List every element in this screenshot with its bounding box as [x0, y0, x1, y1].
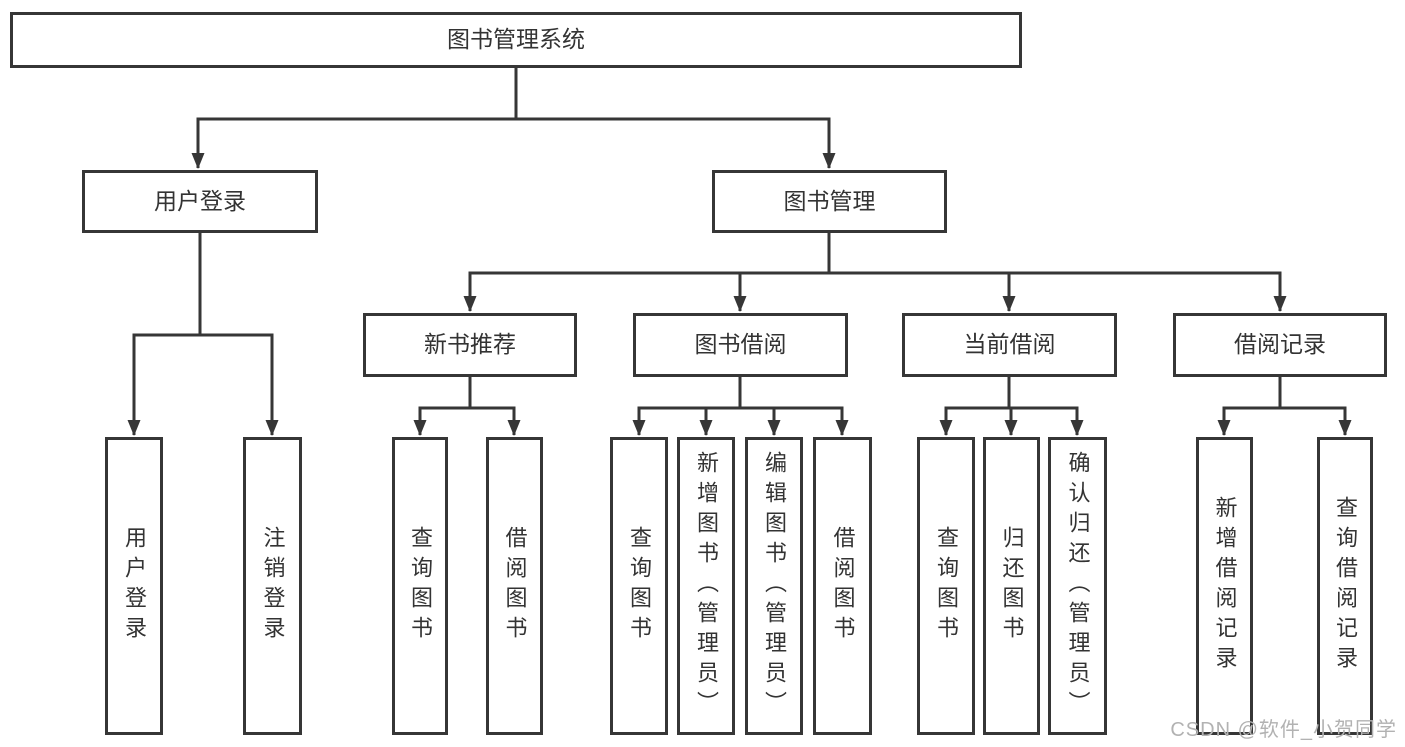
- leaf-add-book-admin: 新增图书（管理员）: [677, 437, 735, 735]
- edge-borrow_records-leaf_query_record: [1278, 377, 1352, 436]
- edge-new_book_rec-leaf_borrow_book_rec: [468, 377, 521, 436]
- node-root: 图书管理系统: [10, 12, 1022, 68]
- node-current-borrowing: 当前借阅: [902, 313, 1117, 377]
- node-book-borrowing: 图书借阅: [633, 313, 848, 377]
- leaf-edit-book-admin: 编辑图书（管理员）: [745, 437, 803, 735]
- leaf-query-books-recommend: 查询图书: [392, 437, 448, 735]
- leaf-confirm-return-admin: 确认归还（管理员）: [1048, 437, 1107, 735]
- leaf-user-login: 用户登录: [105, 437, 163, 735]
- edge-current_borrow-leaf_query_book_current: [939, 377, 1011, 436]
- edge-root-book_mgmt: [514, 68, 836, 169]
- leaf-logout: 注销登录: [243, 437, 302, 735]
- edge-user_login-leaf_user_login: [127, 233, 202, 436]
- csdn-watermark: CSDN @软件_小贺同学: [1170, 719, 1397, 741]
- edge-new_book_rec-leaf_query_book_rec: [413, 377, 472, 436]
- leaf-return-book: 归还图书: [983, 437, 1040, 735]
- leaf-query-books-current: 查询图书: [917, 437, 975, 735]
- leaf-add-borrow-record: 新增借阅记录: [1196, 437, 1253, 735]
- node-borrow-records: 借阅记录: [1173, 313, 1387, 377]
- edge-book_mgmt-book_borrow: [733, 233, 831, 312]
- edge-book_borrow-leaf_query_book_borrow: [632, 377, 742, 436]
- leaf-borrow-books-borrowing: 借阅图书: [813, 437, 872, 735]
- node-new-book-recommend: 新书推荐: [363, 313, 577, 377]
- edge-book_borrow-leaf_add_book: [699, 377, 742, 436]
- edge-user_login-leaf_logout: [198, 233, 279, 436]
- edge-root-user_login: [191, 68, 518, 169]
- leaf-borrow-books-recommend: 借阅图书: [486, 437, 543, 735]
- node-user-login: 用户登录: [82, 170, 318, 233]
- edge-current_borrow-leaf_confirm_return: [1007, 377, 1084, 436]
- leaf-query-books-borrowing: 查询图书: [610, 437, 668, 735]
- node-book-management: 图书管理: [712, 170, 947, 233]
- edge-book_mgmt-borrow_records: [827, 233, 1287, 312]
- edge-borrow_records-leaf_add_record: [1217, 377, 1282, 436]
- edge-book_borrow-leaf_borrow_book_borrow: [738, 377, 849, 436]
- edge-book_borrow-leaf_edit_book: [738, 377, 781, 436]
- leaf-query-borrow-record: 查询借阅记录: [1317, 437, 1373, 735]
